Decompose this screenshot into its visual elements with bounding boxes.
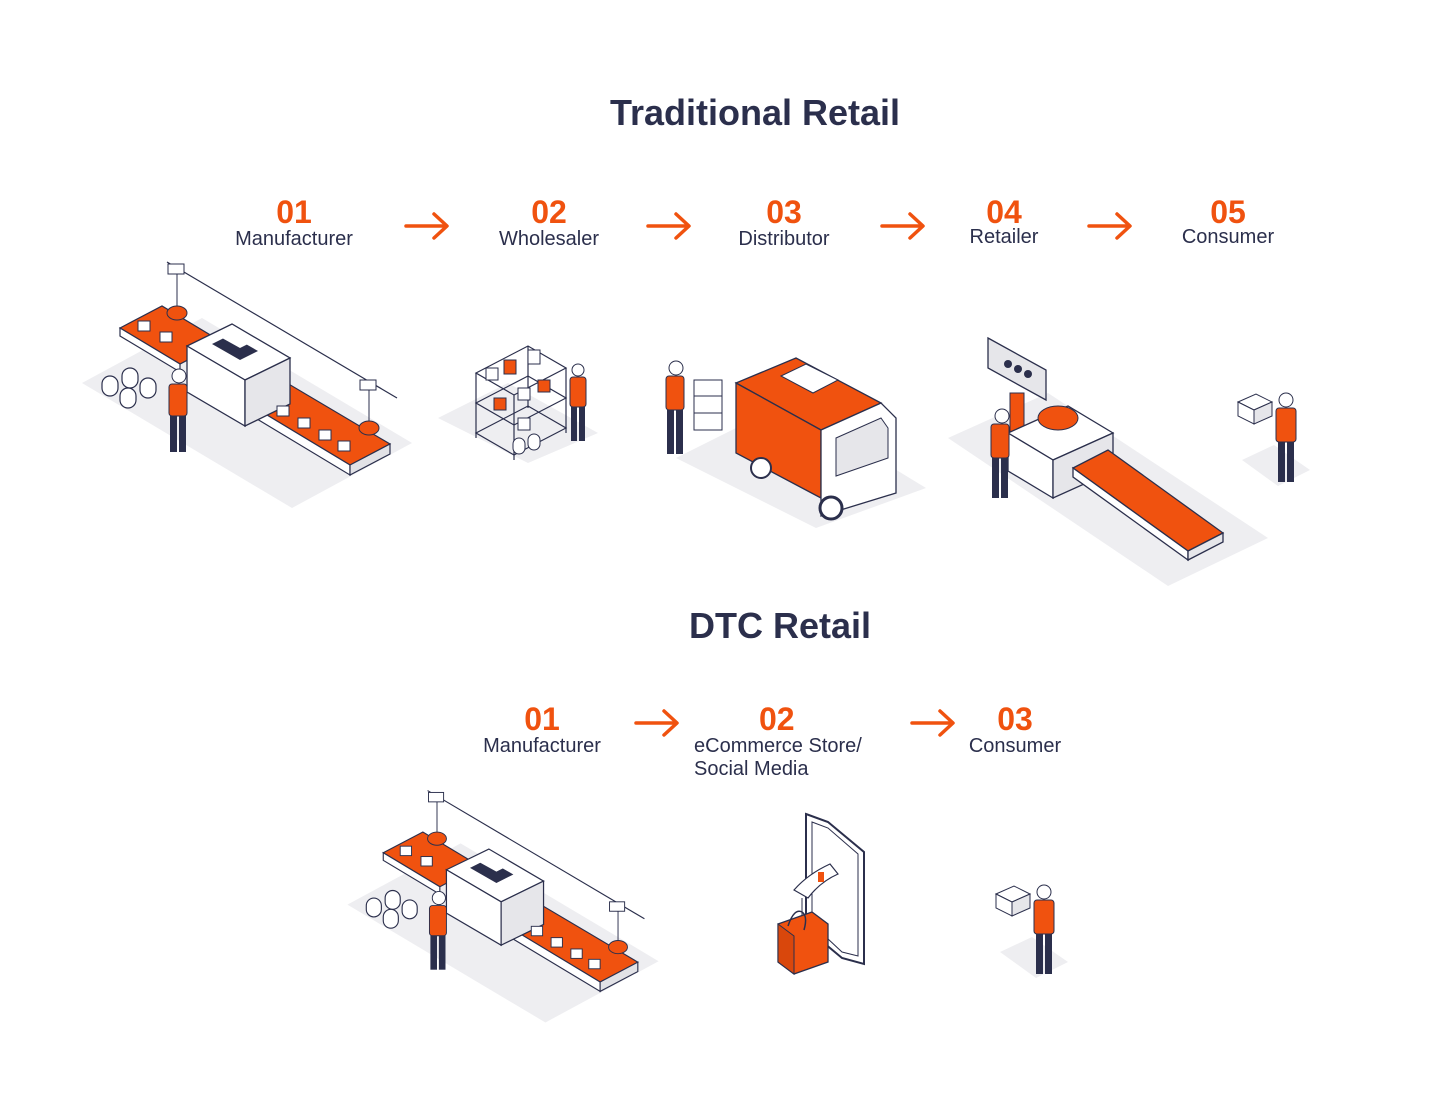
step-label: Consumer — [1181, 226, 1275, 248]
trad-step-distributor: 03 Distributor — [709, 196, 859, 251]
arrow-right-icon — [646, 212, 691, 240]
dtc-retail-title: DTC Retail — [688, 605, 872, 646]
step-label: Retailer — [969, 226, 1039, 248]
traditional-retail-title: Traditional Retail — [609, 92, 901, 133]
dtc-step-ecommerce: 02 eCommerce Store/ Social Media — [694, 703, 904, 781]
warehouse-shelf-icon — [438, 345, 598, 463]
dtc-step-consumer: 03 Consumer — [950, 703, 1080, 758]
dtc-step-manufacturer: 01 Manufacturer — [462, 703, 622, 758]
step-label: Consumer — [968, 735, 1062, 757]
arrow-right-icon — [404, 212, 449, 240]
factory-conveyor-icon — [82, 261, 412, 508]
factory-conveyor-icon — [347, 790, 659, 1023]
step-number: 02 — [531, 194, 567, 230]
trad-step-wholesaler: 02 Wholesaler — [474, 196, 624, 251]
trad-step-consumer: 05 Consumer — [1158, 196, 1298, 247]
arrow-right-icon — [880, 212, 925, 240]
arrow-right-icon — [910, 709, 955, 737]
smartphone-shopping-bag-icon — [777, 812, 865, 975]
step-label: Manufacturer — [235, 228, 353, 250]
checkout-counter-icon — [948, 336, 1268, 586]
step-label: Distributor — [738, 228, 830, 250]
consumer-with-box-icon — [1236, 392, 1310, 486]
delivery-truck-icon — [665, 357, 926, 528]
step-label: Wholesaler — [498, 228, 600, 250]
step-label-line1: eCommerce Store/ — [694, 735, 862, 757]
step-number: 03 — [766, 194, 802, 230]
step-number: 04 — [986, 194, 1022, 230]
step-number: 01 — [276, 194, 312, 230]
consumer-with-box-icon — [994, 884, 1068, 978]
step-number: 03 — [997, 701, 1033, 737]
trad-step-retailer: 04 Retailer — [944, 196, 1064, 247]
arrow-right-icon — [634, 709, 679, 737]
step-number: 02 — [759, 701, 795, 737]
arrow-right-icon — [1087, 212, 1132, 240]
step-label-line2: Social Media — [694, 758, 809, 780]
step-label: Manufacturer — [483, 735, 601, 757]
trad-step-manufacturer: 01 Manufacturer — [214, 196, 374, 251]
step-number: 05 — [1210, 194, 1246, 230]
step-number: 01 — [524, 701, 560, 737]
